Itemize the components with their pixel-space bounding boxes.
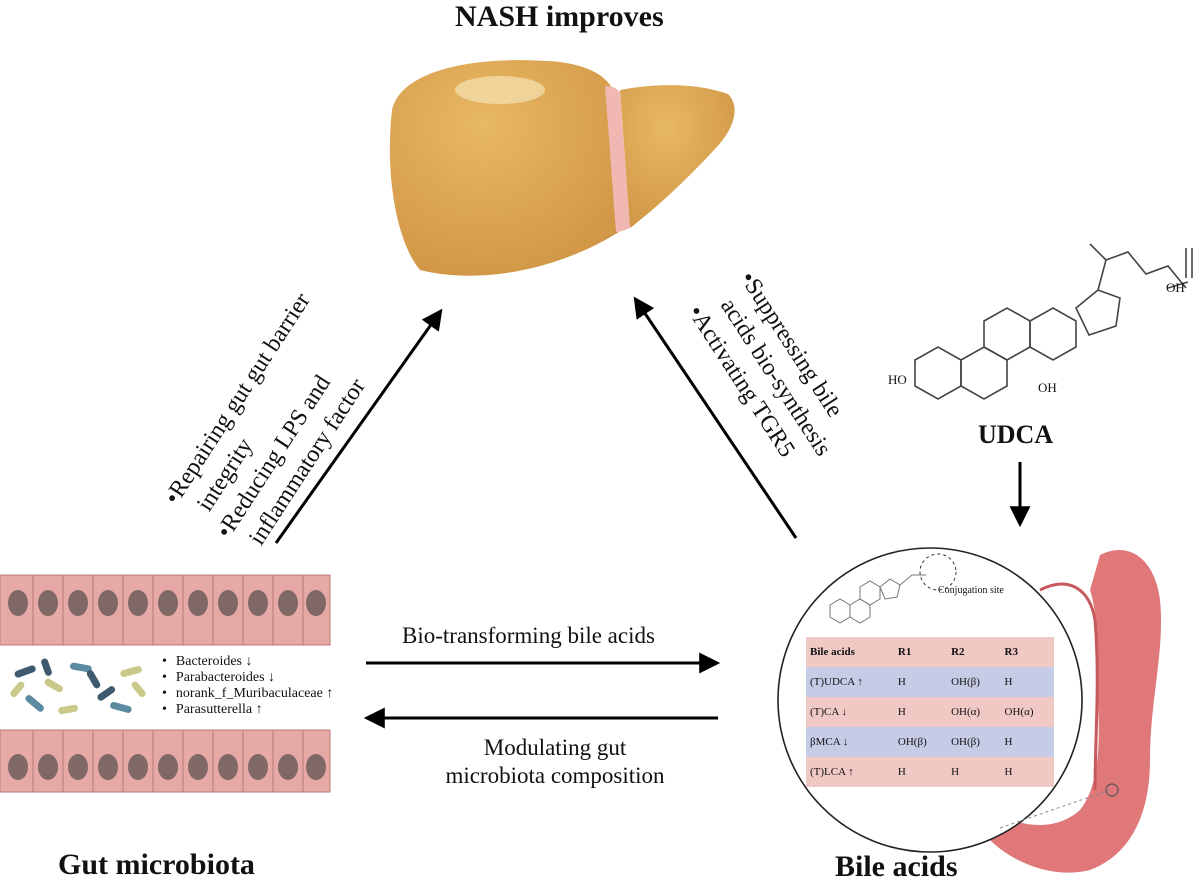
table-header-row: Bile acids R1 R2 R3: [806, 637, 1054, 667]
small-steroid-structure: [829, 553, 957, 624]
udca-structure: [914, 243, 1193, 400]
bile-acid-table: Bile acids R1 R2 R3 (T)UDCA ↑ H OH(β) H …: [806, 637, 1054, 787]
microbiota-list: Bacteroides ↓ Parabacteroides ↓ norank_f…: [162, 654, 333, 718]
microbiota-item: Parabacteroides ↓: [162, 670, 333, 686]
table-cell: OH(β): [947, 727, 1001, 757]
gut-epithelium-bottom: [0, 729, 331, 793]
liver-illustration: [389, 60, 735, 276]
table-cell: H: [893, 757, 948, 787]
table-header-cell: R2: [947, 637, 1001, 667]
bacteria-cluster: [10, 658, 146, 715]
table-cell: (T)CA ↓: [806, 697, 894, 727]
table-cell: H: [1000, 667, 1054, 697]
label-udca: UDCA: [978, 420, 1054, 449]
table-cell: H: [893, 697, 948, 727]
table-row: (T)LCA ↑ H H H: [806, 757, 1054, 787]
label-modulating-line-2: microbiota composition: [445, 762, 665, 788]
table-cell: H: [893, 667, 948, 697]
microbiota-item: norank_f_Muribaculaceae ↑: [162, 686, 333, 702]
magnifier-target: [1105, 783, 1119, 797]
table-cell: OH(β): [947, 667, 1001, 697]
arrow-to-liver-right: [633, 296, 798, 539]
table-cell: (T)LCA ↑: [806, 757, 894, 787]
microbiota-item: Bacteroides ↓: [162, 654, 333, 670]
table-header-cell: R3: [1000, 637, 1054, 667]
table-row: βMCA ↓ OH(β) OH(β) H: [806, 727, 1054, 757]
magnifier-pointer: [999, 789, 1111, 829]
table-cell: H: [1000, 757, 1054, 787]
microbiota-item: Parasutterella ↑: [162, 702, 333, 718]
table-cell: OH(α): [947, 697, 1001, 727]
label-modulating-line-1: Modulating gut: [483, 735, 627, 760]
udca-ho-label: HO: [888, 372, 907, 387]
table-cell: OH(α): [1000, 697, 1054, 727]
gut-epithelium-top: [0, 574, 331, 646]
udca-cooh-label: OH: [1166, 280, 1185, 295]
title-nash-improves: NASH improves: [455, 0, 664, 33]
udca-oh-label: OH: [1038, 380, 1057, 395]
table-header-cell: R1: [893, 637, 948, 667]
table-cell: H: [1000, 727, 1054, 757]
conjugation-site-label: Conjugation site: [938, 585, 1004, 596]
table-cell: OH(β): [893, 727, 948, 757]
table-header-cell: Bile acids: [806, 637, 894, 667]
title-gut-microbiota: Gut microbiota: [58, 848, 255, 881]
table-cell: H: [947, 757, 1001, 787]
title-bile-acids: Bile acids: [835, 850, 958, 883]
label-modulating: Modulating gut microbiota composition: [370, 734, 740, 789]
label-bio-transforming: Bio-transforming bile acids: [402, 623, 655, 648]
table-cell: βMCA ↓: [806, 727, 894, 757]
table-cell: (T)UDCA ↑: [806, 667, 894, 697]
table-row: (T)UDCA ↑ H OH(β) H: [806, 667, 1054, 697]
table-row: (T)CA ↓ H OH(α) OH(α): [806, 697, 1054, 727]
arrow-to-liver-left: [274, 308, 443, 544]
